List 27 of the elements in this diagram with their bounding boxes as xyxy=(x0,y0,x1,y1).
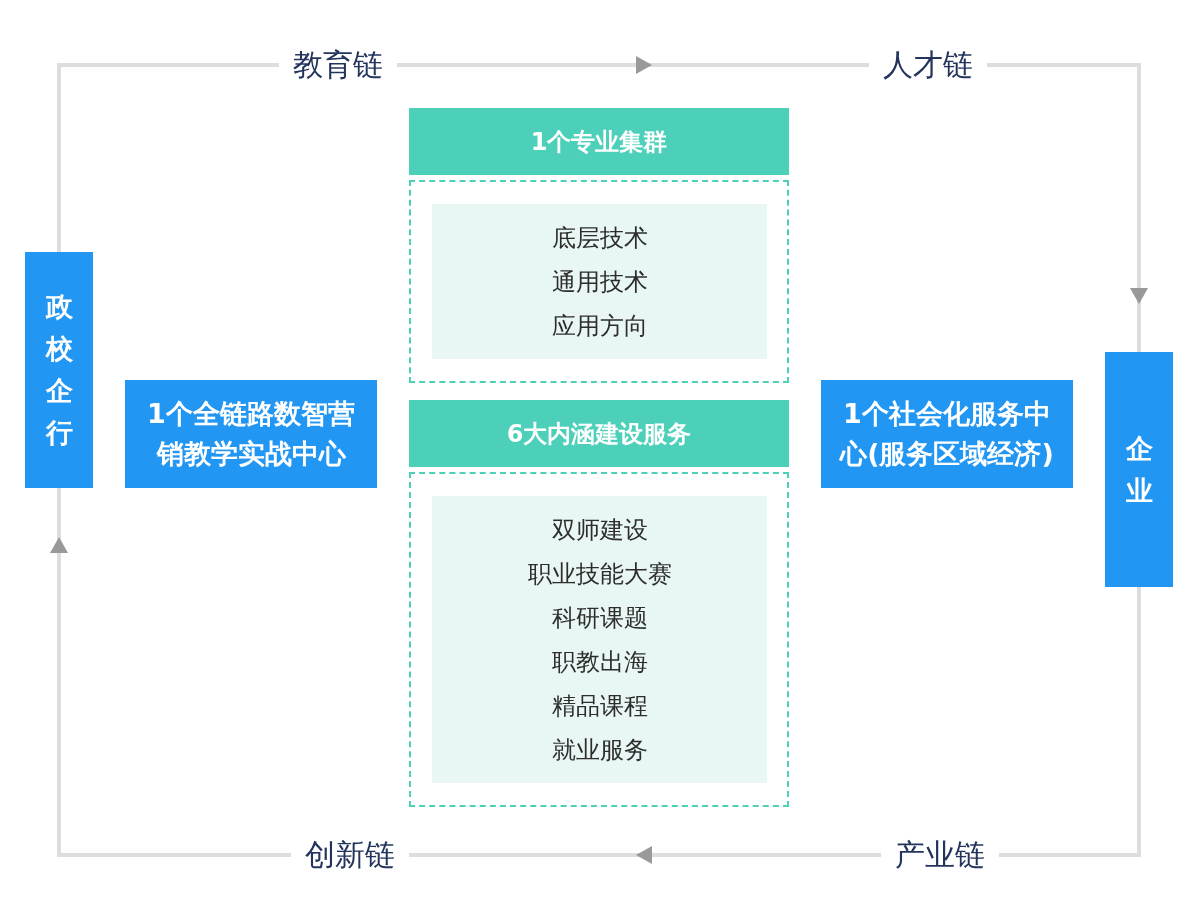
list-item: 应用方向 xyxy=(551,310,648,342)
list-item: 双师建设 xyxy=(551,514,648,546)
connector-line xyxy=(57,63,279,252)
list-item: 精品课程 xyxy=(551,690,648,722)
chain-label: 产业链 xyxy=(881,835,999,875)
chain-label: 人才链 xyxy=(869,45,987,85)
arrow xyxy=(397,56,869,74)
header-bar: 1个专业集群 xyxy=(409,108,789,175)
list-item: 职教出海 xyxy=(551,646,648,678)
chain-label: 教育链 xyxy=(279,45,397,85)
dashed-frame xyxy=(409,180,789,383)
arrow xyxy=(50,488,291,857)
chain-label: 创新链 xyxy=(291,835,409,875)
list-item: 职业技能大赛 xyxy=(527,558,672,590)
arrow xyxy=(409,846,881,864)
list-item: 通用技术 xyxy=(551,266,648,298)
vertical-banner: 政校企行 xyxy=(25,252,93,488)
vertical-banner: 企业 xyxy=(1105,352,1173,587)
arrow xyxy=(987,63,1148,352)
connector-line xyxy=(999,587,1141,857)
list-item: 就业服务 xyxy=(551,734,648,766)
list-item: 底层技术 xyxy=(551,222,648,254)
dashed-frame xyxy=(409,472,789,807)
info-box: 1个社会化服务中心(服务区域经济) xyxy=(821,380,1073,488)
header-bar: 6大内涵建设服务 xyxy=(409,400,789,467)
info-box: 1个全链路数智营销教学实战中心 xyxy=(125,380,377,488)
list-item: 科研课题 xyxy=(551,602,648,634)
